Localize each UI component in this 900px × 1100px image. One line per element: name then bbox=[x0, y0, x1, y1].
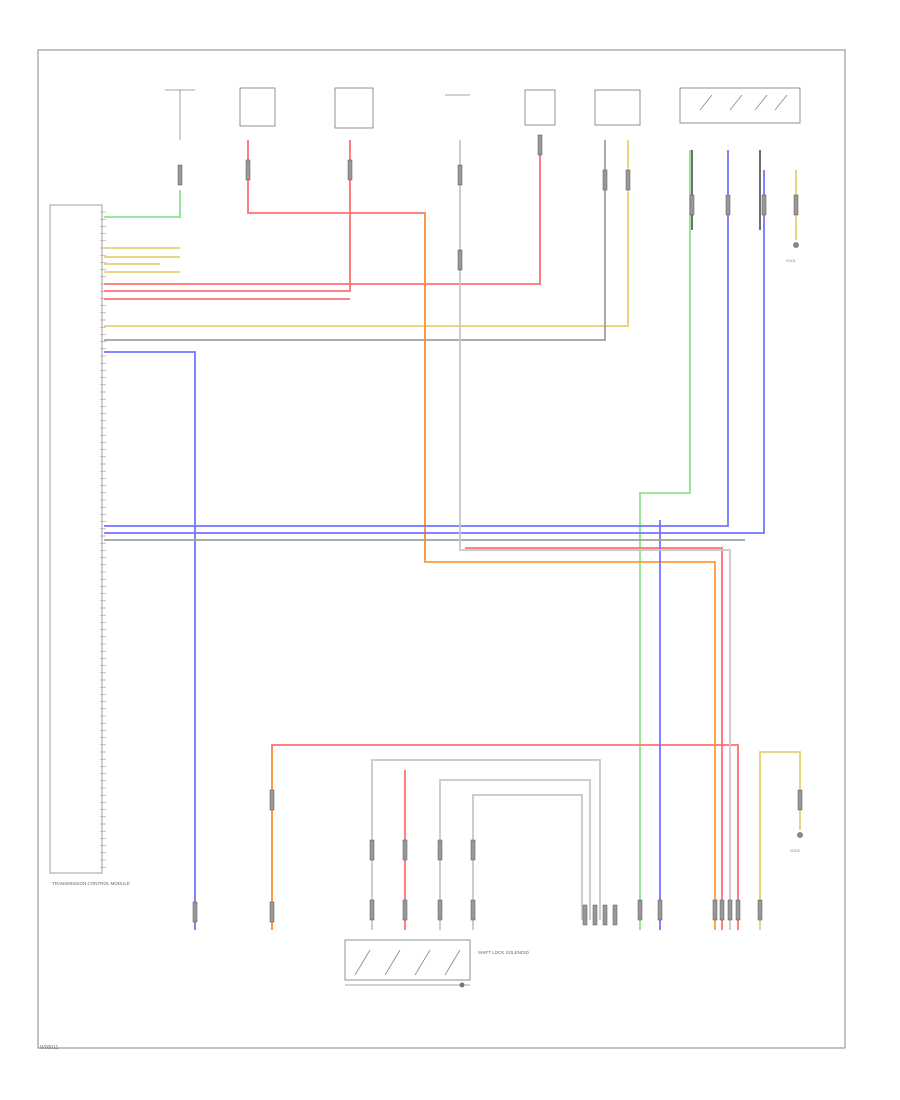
wire-blue-2 bbox=[104, 150, 729, 527]
wire-connector bbox=[245, 159, 251, 181]
wire-gray-5 bbox=[439, 779, 591, 930]
wire-connector bbox=[437, 839, 443, 861]
ground-symbol bbox=[793, 242, 799, 248]
shift-lock-solenoid-icon bbox=[459, 982, 465, 988]
diagram-frame bbox=[37, 49, 846, 1049]
wire-gray-3 bbox=[459, 140, 731, 930]
wire-connector bbox=[347, 159, 353, 181]
wire-blue-1 bbox=[104, 351, 196, 930]
wire-connector bbox=[437, 899, 443, 921]
wire-green-1 bbox=[104, 190, 181, 218]
wire-connector bbox=[582, 904, 588, 926]
top-components bbox=[165, 87, 803, 838]
wire-connector bbox=[470, 899, 476, 921]
wire-connector bbox=[637, 899, 643, 921]
module-pin-row bbox=[100, 211, 106, 868]
wire-connector bbox=[797, 789, 803, 811]
wire-connector bbox=[602, 904, 608, 926]
wire-connector bbox=[592, 904, 598, 926]
wire-connector bbox=[369, 899, 375, 921]
wire-red-4 bbox=[247, 140, 426, 560]
wire-green-2 bbox=[639, 150, 691, 930]
page-label: W00011 bbox=[40, 1045, 59, 1051]
wire-connector bbox=[177, 164, 183, 186]
wire-connector bbox=[625, 169, 631, 191]
wire-connector bbox=[757, 899, 763, 921]
wire-red-5 bbox=[465, 547, 723, 930]
wire-connector bbox=[712, 899, 718, 921]
wire-connector bbox=[793, 194, 799, 216]
wire-tan-2 bbox=[104, 140, 629, 327]
wire-blue-4 bbox=[104, 170, 765, 534]
ground-symbol bbox=[797, 832, 803, 838]
wire-connector bbox=[537, 134, 543, 156]
wire-connector bbox=[612, 904, 618, 926]
wire-connector bbox=[402, 899, 408, 921]
wire-connector bbox=[735, 899, 741, 921]
bottom-components: SHIFT LOCK SOLENOID G101 G102 bbox=[344, 258, 801, 988]
wire-connector bbox=[727, 899, 733, 921]
wire-black-1 bbox=[691, 150, 761, 230]
wire-connector bbox=[725, 194, 731, 216]
control-module: TRANSMISSION CONTROL MODULE bbox=[49, 204, 130, 886]
wire-connector bbox=[457, 249, 463, 271]
wire-gray-1 bbox=[104, 140, 606, 341]
wire-connector bbox=[402, 839, 408, 861]
connector-group bbox=[177, 134, 803, 926]
ground-label-2: G102 bbox=[790, 848, 801, 853]
wire-red-2 bbox=[104, 140, 351, 292]
module-label: TRANSMISSION CONTROL MODULE bbox=[52, 881, 130, 886]
wire-connector bbox=[457, 164, 463, 186]
wire-connector bbox=[369, 839, 375, 861]
wire-connector bbox=[470, 839, 476, 861]
wire-tan-3 bbox=[759, 170, 801, 930]
wire-red-1 bbox=[104, 140, 541, 285]
shift-lock-solenoid-label: SHIFT LOCK SOLENOID bbox=[478, 950, 530, 955]
wire-gray-6 bbox=[472, 794, 583, 930]
wire-connector bbox=[269, 901, 275, 923]
wire-connector bbox=[761, 194, 767, 216]
ground-label-1: G101 bbox=[786, 258, 797, 263]
wire-connector bbox=[719, 899, 725, 921]
wire-connector bbox=[689, 194, 695, 216]
wire-connector bbox=[192, 901, 198, 923]
wire-group bbox=[104, 140, 801, 930]
wire-tan-1 bbox=[104, 247, 180, 273]
wire-red-6 bbox=[271, 744, 739, 930]
wire-connector bbox=[269, 789, 275, 811]
wire-connector bbox=[657, 899, 663, 921]
wire-orange-1 bbox=[424, 213, 716, 930]
wire-connector bbox=[602, 169, 608, 191]
